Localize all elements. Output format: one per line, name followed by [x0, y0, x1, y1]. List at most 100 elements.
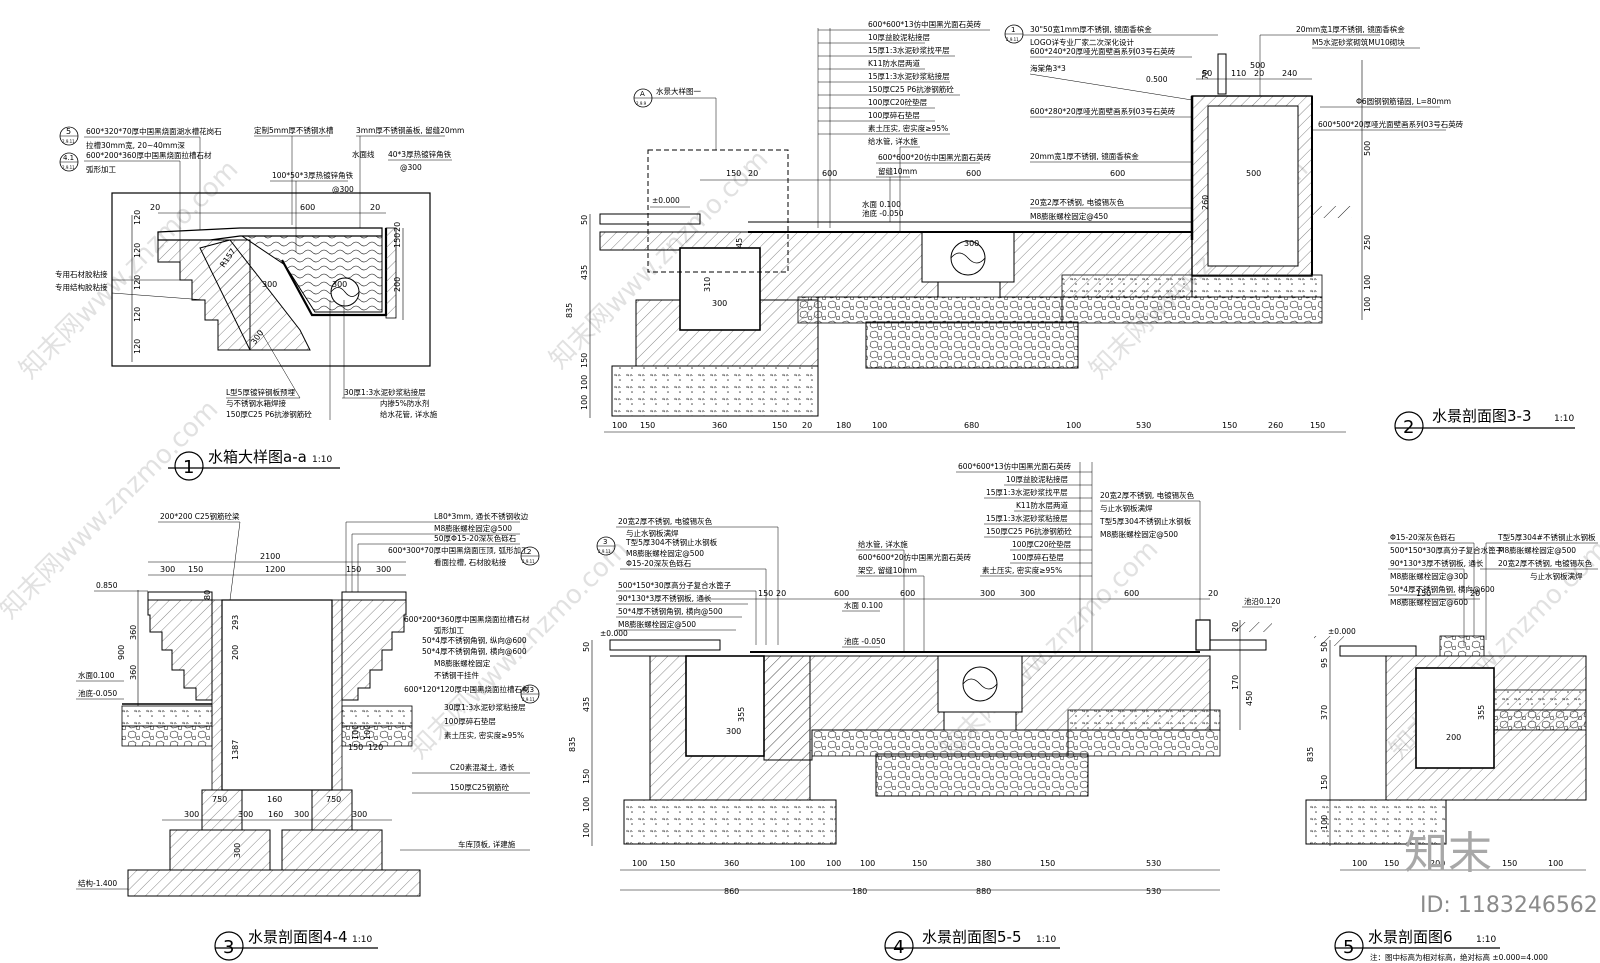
dimension-text: 600	[1110, 169, 1125, 178]
drawing-2-title: 2 水景剖面图3-3 1:10	[1394, 407, 1575, 441]
annotation-text: 10厚益胶泥粘接层	[1006, 474, 1069, 484]
dimension-text: 100	[872, 421, 887, 430]
annotation-text: 100厚C20砼垫层	[868, 97, 928, 107]
dimension-text: 100	[826, 859, 841, 868]
label-text: 1:10	[312, 455, 332, 465]
dimension-text: 150	[726, 169, 741, 178]
annotation-text: 50*4厚不锈钢角钢, 横向@500	[618, 606, 723, 616]
dimensions-5: 150 20 50 95 370 835 150 100 355 200 100…	[1306, 589, 1586, 871]
dimension-text: 150	[580, 353, 589, 368]
drafting-line	[147, 591, 213, 601]
annotation-text: 水面 0.100	[862, 199, 901, 209]
dimension-text: 300	[352, 810, 367, 819]
dimension-text: 100	[580, 395, 589, 410]
annotation-text: 0.500	[1146, 75, 1168, 84]
dimension-text: 300	[376, 565, 391, 574]
dimension-text: 300	[233, 843, 242, 858]
annotation-text: 素土压实, 密实度≥95%	[982, 565, 1062, 575]
annotation-text: 20mm宽1厚不锈钢, 镜面香槟金	[1296, 24, 1405, 34]
dimension-text: 150	[1040, 859, 1055, 868]
dimension-text: 100	[582, 797, 591, 812]
annotation-text: M8膨胀螺栓固定@500	[434, 523, 512, 533]
dimension-text: 360	[724, 859, 739, 868]
c20-base-left	[611, 365, 819, 417]
drafting-line	[1305, 799, 1447, 845]
annotation-text: @300	[332, 185, 354, 194]
dimension-text: 600	[1124, 589, 1139, 598]
dimension-text: 100	[612, 421, 627, 430]
masonry-core	[1207, 105, 1299, 267]
annotation-text: M5水泥砂浆砌筑MU10砌块	[1312, 37, 1405, 47]
dimension-text: 300	[964, 239, 979, 248]
dimension-text: 1387	[231, 740, 240, 760]
detail-a-boundary	[647, 149, 789, 273]
annotation-text: 90*130*3厚不锈钢板, 通长	[1390, 558, 1484, 568]
annotation-text: 水面0.100	[78, 670, 115, 680]
annotation-text: 水面线	[352, 149, 375, 159]
drawing-4-section-5-5: 600 150 20 600 300 300 600 20 100 150 36…	[568, 461, 1281, 961]
drafting-line	[962, 678, 998, 690]
drawing-5-section: 150 20 50 95 370 835 150 100 355 200 100…	[1305, 532, 1598, 961]
dimension-text: 80	[203, 590, 212, 600]
annotation-text: 50*4厚不锈钢角钢, 纵向@600	[422, 635, 527, 645]
dimension-text: 260	[1268, 421, 1283, 430]
annotation-text: M8膨胀螺栓固定	[434, 658, 491, 668]
dimension-text: 20	[393, 222, 402, 232]
annotation-text: M8膨胀螺栓固定@500	[626, 548, 704, 558]
dimension-text: 50	[1320, 642, 1329, 652]
annotation-text: 20mm宽1厚不锈钢, 镜面香槟金	[1030, 151, 1139, 161]
label-text: 2.9.11	[62, 139, 75, 144]
label-text: 2	[527, 548, 531, 556]
drafting-line	[330, 287, 360, 297]
dimension-text: 120	[133, 339, 142, 354]
drafting-line	[1232, 622, 1272, 632]
dimension-text: 150	[1416, 589, 1431, 598]
stepped-stone-left	[147, 599, 213, 701]
dimensions-1: 20 600 20 150 20 200 300 300 120 120 120…	[131, 203, 404, 362]
dimension-text: 100	[1320, 815, 1329, 830]
annotation-text: 与不锈钢水箱焊接	[226, 398, 286, 408]
callout-1: 1 2.9.11	[1004, 24, 1024, 44]
annotation-text: 3mm厚不锈钢盖板, 留缝20mm	[356, 125, 464, 135]
callout-4-1: 4.1 2.9.11	[59, 152, 79, 172]
dimension-text: 600	[822, 169, 837, 178]
dimensions-4: 600 150 20 600 300 300 600 20 100 150 36…	[568, 589, 1254, 896]
drafting-line	[950, 252, 986, 264]
annotation-text: Φ6圆钢钢筋锚固, L=80mm	[1356, 96, 1451, 106]
dimension-text: 370	[1320, 705, 1329, 720]
drafting-line	[875, 753, 1089, 797]
drafting-line	[201, 789, 243, 831]
annotation-text: 池底 -0.050	[844, 636, 886, 646]
callout-2: 2 2.9.11	[520, 546, 540, 566]
brand-logo: 知末	[1404, 828, 1492, 879]
annotation-text: 15厚1:3水泥砂浆粘接层	[868, 71, 950, 81]
annotation-text: T型5厚304不锈钢止水钢板	[625, 537, 718, 547]
drafting-line	[797, 296, 1063, 324]
dimension-text: 500	[1250, 61, 1265, 70]
dimension-text: 310	[703, 277, 712, 292]
annotation-text: ±0.000	[1328, 627, 1356, 636]
annotation-text: 15厚1:3水泥砂浆找平层	[986, 487, 1068, 497]
drawing-1-title: 1 水箱大样图a-a 1:10	[168, 448, 340, 481]
dimension-text: 200	[1430, 859, 1445, 868]
dimension-text: 100	[1363, 275, 1372, 290]
annotation-text: 600*200*360厚中国黑烧面拉槽石材	[404, 614, 530, 624]
dimension-text: 120	[133, 307, 142, 322]
dimension-text: 300	[712, 299, 727, 308]
drawing-3-title: 3 水景剖面图4-4 1:10	[214, 928, 378, 961]
drafting-line	[281, 829, 383, 871]
footnote: 注：图中标高为相对标高，绝对标高 ±0.000=4.000	[1370, 952, 1548, 962]
drawing-3-section-4-4: 2100 300 150 1200 150 300 360 360 900 80…	[76, 511, 540, 961]
annotation-text: 600*200*360厚中国黑烧面拉槽石材	[86, 150, 212, 160]
dimension-text: 100	[580, 375, 589, 390]
label-text: 1	[1011, 26, 1015, 34]
dimension-text: 180	[852, 887, 867, 896]
dimension-text: 100	[632, 859, 647, 868]
dimension-text: 360	[712, 421, 727, 430]
dimensions-2: 150 20 600 600 600 50 110 20 240 500 500…	[565, 60, 1372, 433]
dimension-text: 530	[1136, 421, 1151, 430]
annotation-text: 看面拉槽, 石材胶粘接	[434, 557, 507, 567]
annotation-text: 水景大样图一	[656, 86, 701, 96]
dimension-text: 150	[1502, 859, 1517, 868]
annotation-text: 不锈钢干挂件	[434, 670, 479, 680]
